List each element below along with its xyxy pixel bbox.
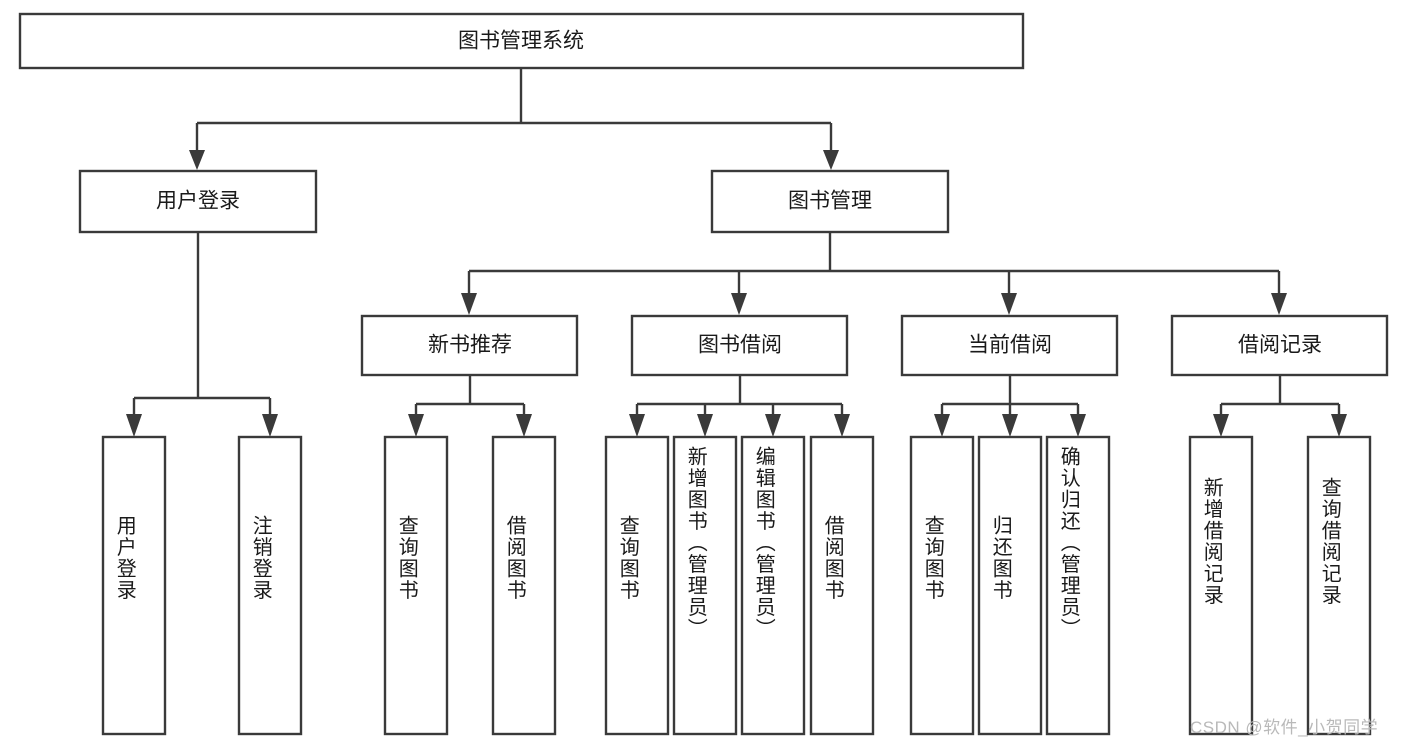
connector-root-to-level2 [189,68,839,170]
node-current-borrow-box[interactable] [900,314,1119,377]
node-new-book-recommend[interactable]: 新书推荐 [360,314,579,377]
arrow-head-icon [934,414,950,437]
node-root-label: 图书管理系统 [458,30,584,53]
arrow-head-icon [823,150,839,170]
leaf-box-add-borrow-record[interactable] [1188,435,1254,736]
node-current-borrow-label: 当前借阅 [968,334,1052,357]
leaf-box-logout[interactable] [237,435,303,736]
arrow-head-icon [629,414,645,437]
connector-current-borrow-to-leaves [934,375,1086,437]
arrow-head-icon [697,414,713,437]
node-root-box[interactable] [18,12,1025,70]
arrow-head-icon [1070,414,1086,437]
leaf-box-edit-book-admin[interactable] [740,435,806,736]
arrow-head-icon [731,293,747,315]
watermark-text: CSDN @软件_小贺同学 [1190,718,1379,737]
arrow-head-icon [1331,414,1347,437]
arrow-head-icon [461,293,477,315]
leaf-box-borrow-book-1[interactable] [491,435,557,736]
leaf-box-add-book-admin[interactable] [672,435,738,736]
node-user-login-label: 用户登录 [156,190,240,213]
leaf-box-query-borrow-record[interactable] [1306,435,1372,736]
node-user-login-box[interactable] [78,169,318,234]
leaf-box-user-login[interactable] [101,435,167,736]
node-borrow-record[interactable]: 借阅记录 [1170,314,1389,377]
leaf-box-query-book-1[interactable] [383,435,449,736]
connector-borrow-record-to-leaves [1213,375,1347,437]
arrow-head-icon [1271,293,1287,315]
node-book-management-label: 图书管理 [788,190,872,213]
connector-book-borrow-to-leaves [629,375,850,437]
leaf-box-return-book[interactable] [977,435,1043,736]
arrow-head-icon [1001,293,1017,315]
node-new-book-recommend-box[interactable] [360,314,579,377]
arrow-head-icon [189,150,205,170]
connector-user-login-to-leaves [126,232,278,437]
arrow-head-icon [516,414,532,437]
leaf-box-borrow-book-2[interactable] [809,435,875,736]
node-book-management[interactable]: 图书管理 [710,169,950,234]
arrow-head-icon [834,414,850,437]
node-current-borrow[interactable]: 当前借阅 [900,314,1119,377]
arrow-head-icon [408,414,424,437]
node-book-borrow[interactable]: 图书借阅 [630,314,849,377]
connector-book-management-to-level3 [461,232,1287,315]
arrow-head-icon [1002,414,1018,437]
node-book-borrow-label: 图书借阅 [698,334,782,357]
node-borrow-record-label: 借阅记录 [1238,334,1322,357]
arrow-head-icon [765,414,781,437]
arrow-head-icon [126,414,142,437]
leaf-box-query-book-2[interactable] [604,435,670,736]
connector-new-book-recommend-to-leaves [408,375,532,437]
arrow-head-icon [1213,414,1229,437]
arrow-head-icon [262,414,278,437]
node-user-login[interactable]: 用户登录 [78,169,318,234]
leaf-box-confirm-return-admin[interactable] [1045,435,1111,736]
node-root[interactable]: 图书管理系统 [18,12,1025,70]
node-new-book-recommend-label: 新书推荐 [428,334,512,357]
leaf-box-query-book-3[interactable] [909,435,975,736]
